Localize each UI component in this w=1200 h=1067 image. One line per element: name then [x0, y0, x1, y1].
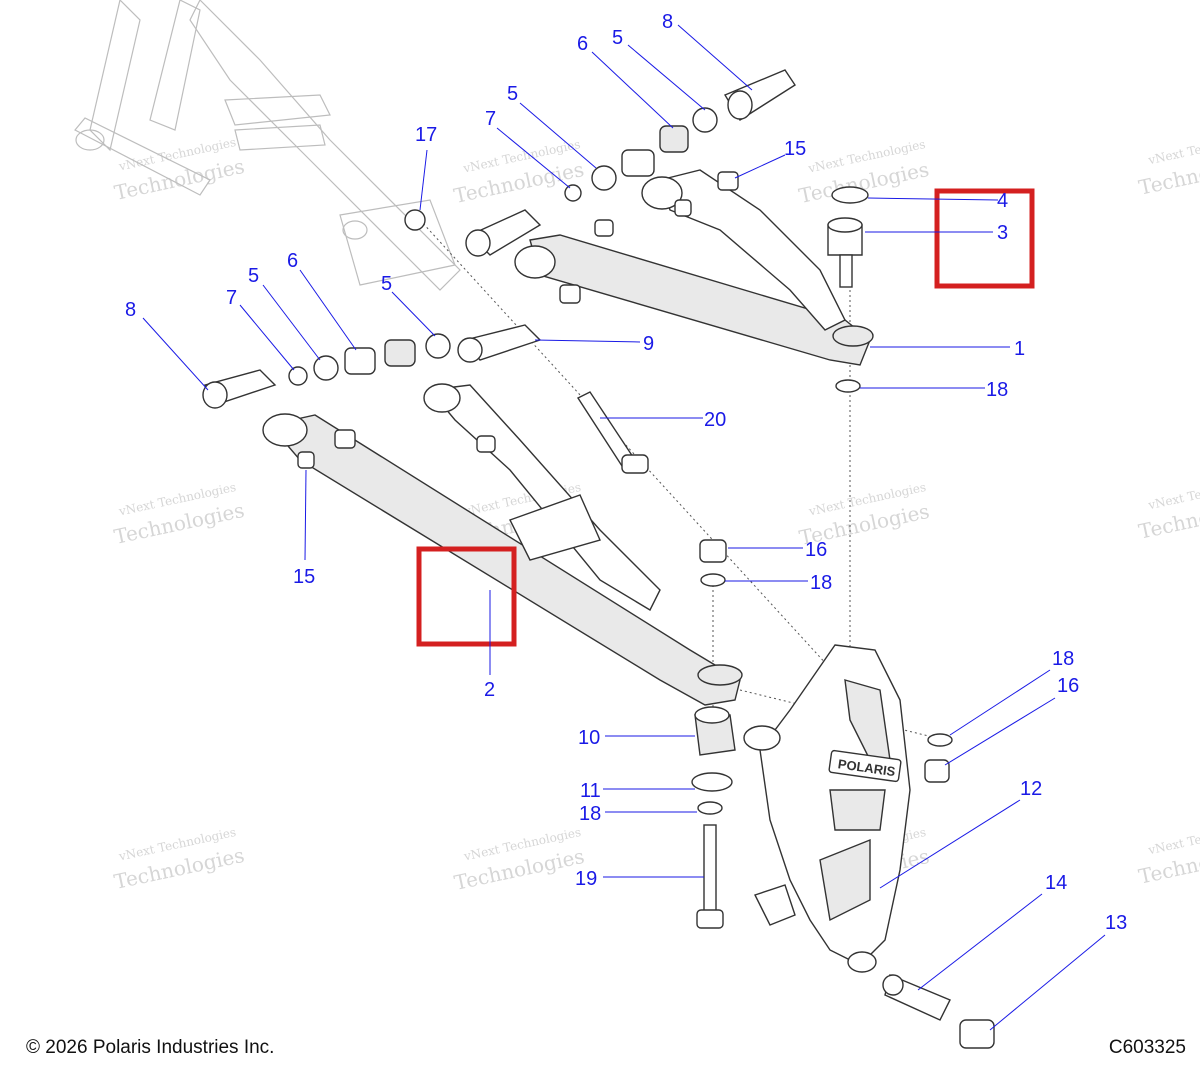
callout-16: 16: [1057, 675, 1079, 697]
washer: [835, 379, 861, 393]
snap-ring: [564, 184, 582, 202]
callout-15: 15: [293, 566, 315, 588]
ghost-frame: [74, 0, 461, 291]
washer: [313, 355, 339, 381]
watermark: vNext Technologies Technologies: [1136, 474, 1200, 544]
bushing: [959, 1019, 995, 1049]
snap-ring: [288, 366, 308, 386]
callout-18: 18: [810, 572, 832, 594]
lower-a-arm: [262, 383, 743, 706]
watermark-text: vNext Technologies: [1146, 474, 1200, 513]
watermark: vNext Technologies Technologies: [112, 480, 246, 549]
callout-8: 8: [662, 11, 673, 33]
pivot-bolt-end: [727, 90, 753, 120]
hardware: [202, 69, 995, 1049]
ball-joint-stud: [839, 254, 853, 288]
leader-lines: [142, 24, 1106, 1031]
bolt-head: [621, 454, 649, 474]
bolt-head: [404, 209, 426, 231]
watermark: vNext Technologies Technologies: [1136, 819, 1200, 889]
nut: [699, 539, 727, 563]
callout-18: 18: [1052, 648, 1074, 670]
callout-13: 13: [1105, 912, 1127, 934]
callout-6: 6: [577, 33, 588, 55]
watermark-text: vNext Technologies: [1146, 819, 1200, 858]
callout-14: 14: [1045, 872, 1067, 894]
drawing-number: C603325: [1108, 1037, 1186, 1058]
bushing: [384, 339, 416, 367]
steering-knuckle: POLARIS: [743, 644, 911, 973]
callout-8: 8: [125, 299, 136, 321]
washer: [697, 801, 723, 815]
retaining-ring: [831, 186, 869, 204]
washer: [591, 165, 617, 191]
callout-18: 18: [579, 803, 601, 825]
nut: [717, 171, 739, 191]
bushing: [344, 347, 376, 375]
callout-5: 5: [507, 83, 518, 105]
callout-17: 17: [415, 124, 437, 146]
callout-5: 5: [612, 27, 623, 49]
callout-18: 18: [986, 379, 1008, 401]
callout-10: 10: [578, 727, 600, 749]
nut: [924, 759, 950, 783]
watermark-text: vNext Technologies: [1146, 129, 1200, 168]
callout-12: 12: [1020, 778, 1042, 800]
highlight-box-part-2: [416, 546, 517, 647]
upper-a-arm: [514, 169, 874, 366]
callout-15: 15: [784, 138, 806, 160]
callout-1: 1: [1014, 338, 1025, 360]
watermark: vNext Technologies Technologies: [1137, 129, 1200, 200]
callout-2: 2: [484, 679, 495, 701]
callout-20: 20: [704, 409, 726, 431]
highlight-box-part-3-4: [934, 188, 1035, 289]
callout-6: 6: [287, 250, 298, 272]
retaining-ring: [691, 772, 733, 792]
callout-7: 7: [485, 108, 496, 130]
copyright-text: © 2026 Polaris Industries Inc.: [26, 1037, 275, 1058]
washer: [700, 573, 726, 587]
washer: [927, 733, 953, 747]
washer: [425, 333, 451, 359]
bolt-head: [696, 909, 724, 929]
washer: [692, 107, 718, 133]
callout-5: 5: [381, 273, 392, 295]
callouts: 8 6 5 5 7 15 4 3 1 18 17 9 20 8 7 5 6 5 …: [125, 11, 1127, 934]
callout-4: 4: [997, 190, 1008, 212]
callout-5: 5: [248, 265, 259, 287]
watermark: vNext Technologies Technologies: [112, 825, 246, 894]
bolt-shaft: [703, 824, 717, 916]
watermark: vNext Technologies Technologies: [112, 135, 246, 205]
bushing: [621, 149, 655, 177]
bushing: [754, 884, 796, 926]
callout-9: 9: [643, 333, 654, 355]
watermark: vNext Technologies Technologies: [452, 825, 586, 895]
callout-16: 16: [805, 539, 827, 561]
callout-19: 19: [575, 868, 597, 890]
bushing: [659, 125, 689, 153]
highlight-boxes: [416, 188, 1035, 647]
callout-11: 11: [580, 780, 601, 802]
callout-7: 7: [226, 287, 237, 309]
callout-3: 3: [997, 222, 1008, 244]
